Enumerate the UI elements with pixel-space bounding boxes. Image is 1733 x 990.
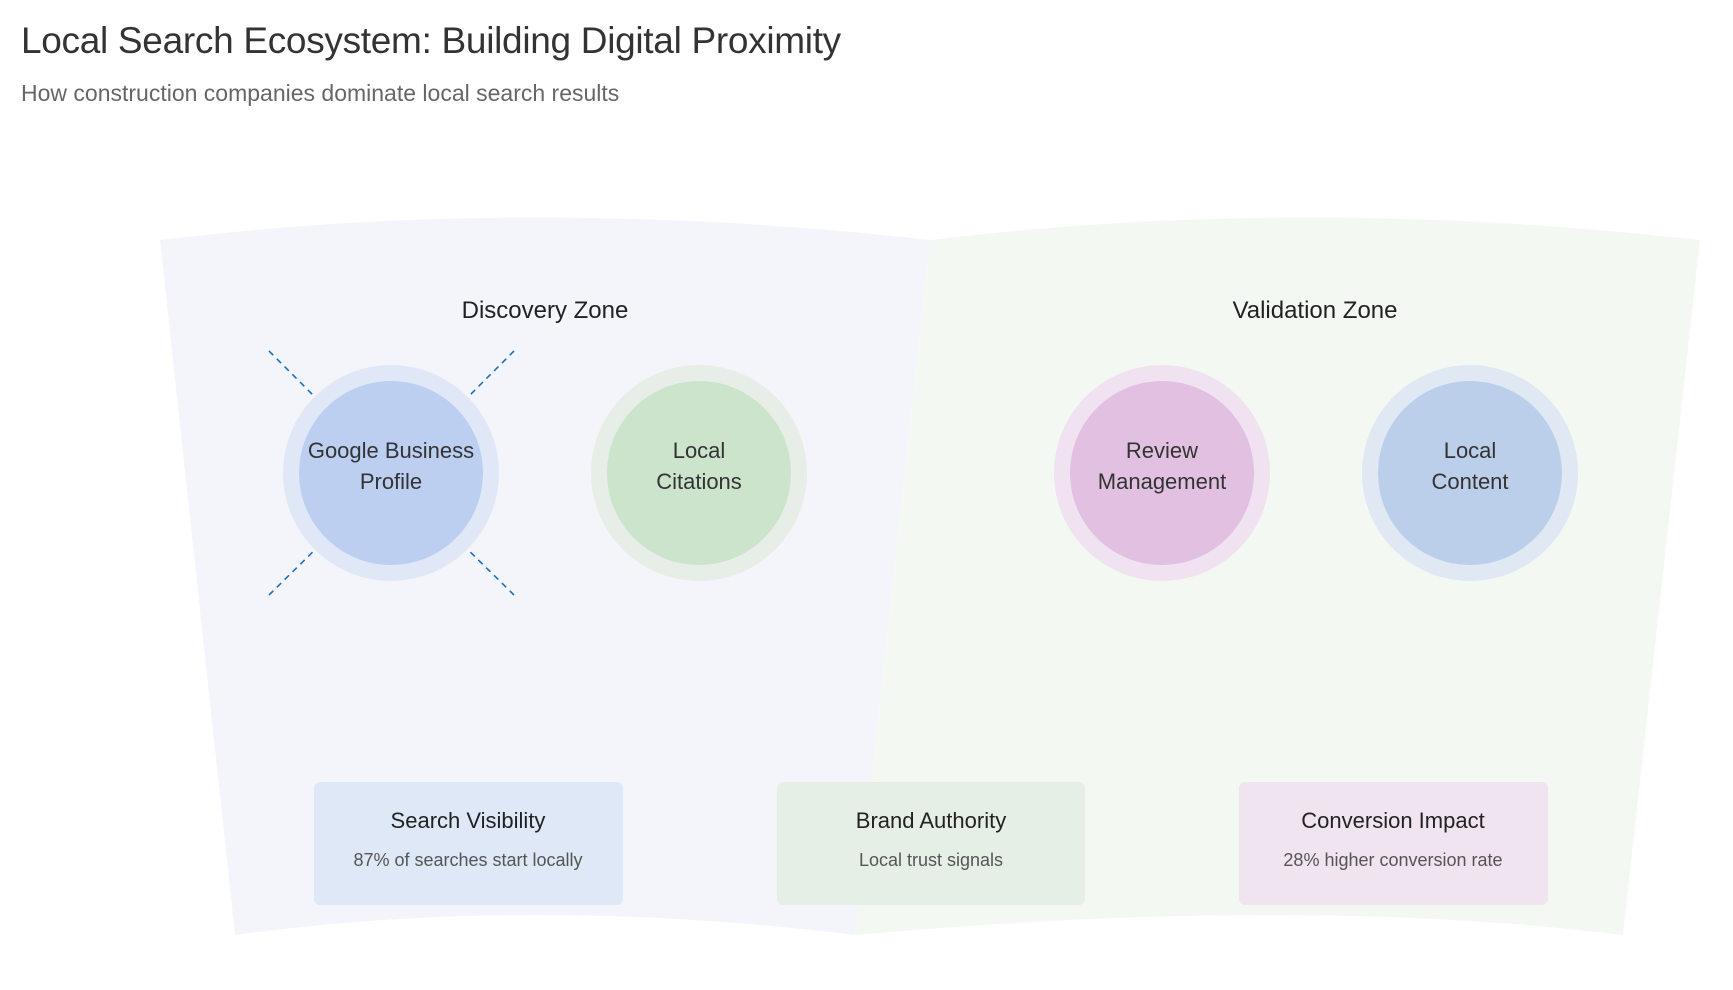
node-label-line-2: Management xyxy=(1098,469,1226,494)
metric-card-conversion-impact: Conversion Impact 28% higher conversion … xyxy=(1239,782,1548,905)
node-label-line-2: Content xyxy=(1431,469,1508,494)
node-google-business-profile[interactable]: Google Business Profile xyxy=(283,365,499,581)
page-title: Local Search Ecosystem: Building Digital… xyxy=(21,20,841,61)
metric-description: Local trust signals xyxy=(859,850,1003,870)
node-circle xyxy=(1070,381,1254,565)
node-local-content[interactable]: Local Content xyxy=(1362,365,1578,581)
metric-card-search-visibility: Search Visibility 87% of searches start … xyxy=(314,782,623,905)
node-label-line-1: Local xyxy=(1444,438,1497,463)
metric-card-brand-authority: Brand Authority Local trust signals xyxy=(777,782,1085,905)
metric-card-background xyxy=(314,782,623,905)
metric-title: Search Visibility xyxy=(391,808,546,833)
node-review-management[interactable]: Review Management xyxy=(1054,365,1270,581)
node-label-line-1: Review xyxy=(1126,438,1198,463)
node-label-line-1: Google Business xyxy=(308,438,474,463)
validation-zone-title: Validation Zone xyxy=(1233,297,1398,324)
node-local-citations[interactable]: Local Citations xyxy=(591,365,807,581)
node-circle xyxy=(607,381,791,565)
metric-title: Brand Authority xyxy=(856,808,1006,833)
node-label-line-2: Citations xyxy=(656,469,742,494)
metric-card-background xyxy=(1239,782,1548,905)
node-label-line-1: Local xyxy=(673,438,726,463)
metric-description: 87% of searches start locally xyxy=(353,850,582,870)
metric-description: 28% higher conversion rate xyxy=(1283,850,1502,870)
page-subtitle: How construction companies dominate loca… xyxy=(21,80,620,106)
node-circle xyxy=(1378,381,1562,565)
node-circle xyxy=(299,381,483,565)
metric-card-background xyxy=(777,782,1085,905)
metric-title: Conversion Impact xyxy=(1301,808,1484,833)
node-label-line-2: Profile xyxy=(360,469,422,494)
discovery-zone-title: Discovery Zone xyxy=(462,297,629,324)
